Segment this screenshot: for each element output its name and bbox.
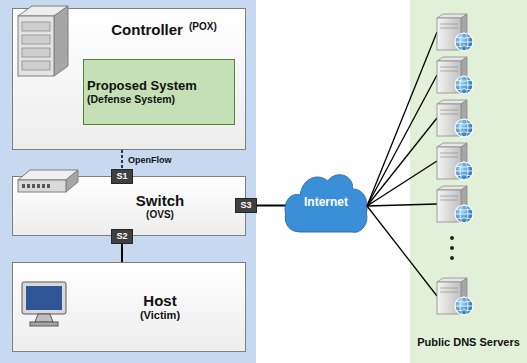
node-heading: S1 [116, 171, 127, 181]
node-heading: Host [143, 292, 176, 309]
controller-box: Controller (POX) Proposed System(Defense S… [12, 8, 246, 150]
dns-servers [437, 14, 473, 315]
network-panel [0, 0, 256, 363]
node-subtext: (OVS) [146, 209, 174, 221]
monitor-icon [22, 282, 66, 326]
node-heading: Internet [304, 196, 348, 210]
host-box: Host(Victim) [12, 262, 246, 352]
connector [121, 244, 123, 262]
switch-icon [18, 170, 78, 192]
node-heading: Public DNS Servers [417, 336, 520, 349]
dns-band: Public DNS Servers [410, 0, 527, 363]
internet-cloud: Internet [283, 168, 369, 238]
node-heading: S3 [240, 200, 251, 210]
switch-box: Switch(OVS)S1S3S2 [12, 176, 246, 236]
connector [121, 150, 123, 169]
port-box: S3 [235, 198, 257, 213]
connector [257, 205, 286, 207]
node-subtext: (Defense System) [87, 93, 175, 105]
defense-system-box: Proposed System(Defense System) [83, 59, 235, 125]
node-heading: S2 [116, 231, 127, 241]
edge-label: OpenFlow [128, 155, 172, 165]
node-heading: Controller [111, 21, 183, 38]
server-links [367, 32, 437, 296]
node-subtext: (Victim) [140, 309, 180, 322]
port-box: S1 [111, 169, 133, 184]
node-subtext: (POX) [189, 21, 217, 33]
node-heading: Proposed System [87, 79, 197, 94]
port-box: S2 [111, 229, 133, 244]
server-rack-icon [18, 6, 68, 76]
node-heading: Switch [136, 192, 184, 209]
